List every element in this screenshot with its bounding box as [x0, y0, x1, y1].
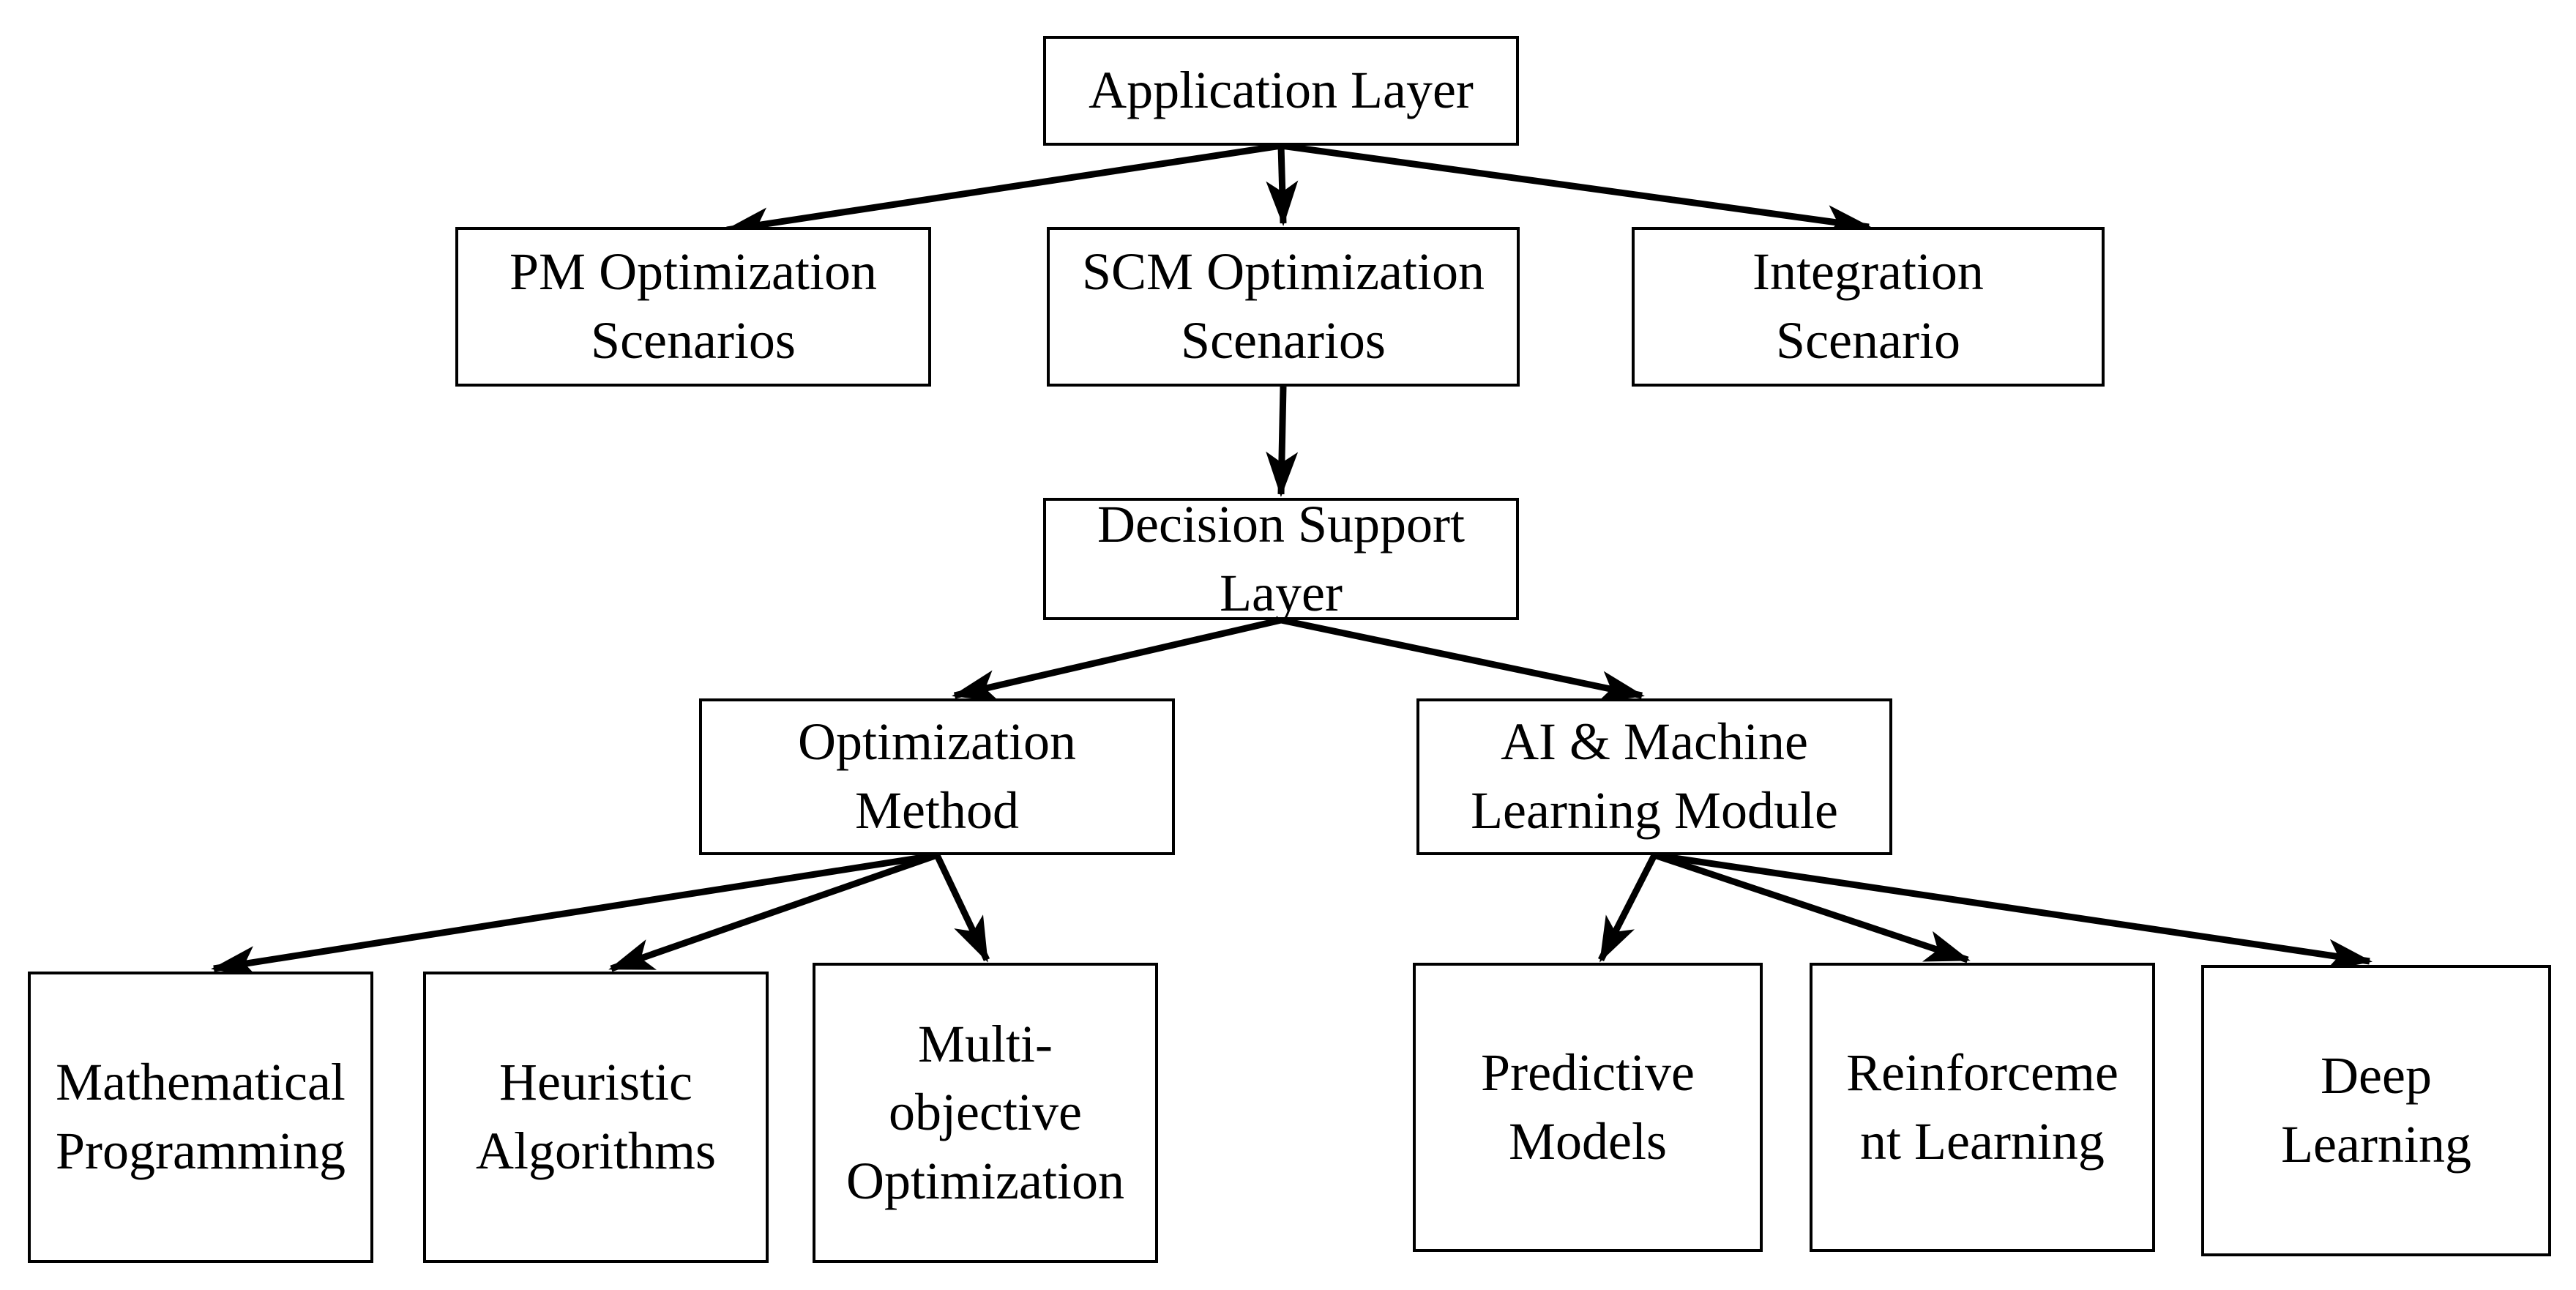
arrow-scm-optimization-scenarios-to-decision-support-layer — [1266, 386, 1299, 497]
arrow-application-layer-to-integration-scenario — [1280, 142, 1872, 237]
node-label: Decision Support Layer — [1097, 494, 1465, 622]
arrow-optimization-method-to-heuristic-algorithms — [608, 851, 938, 972]
arrow-optimization-method-to-multi-objective-optimization — [933, 854, 990, 963]
node-mathematical-programming: Mathematical Programming — [28, 972, 373, 1263]
node-label: Predictive Models — [1481, 1043, 1695, 1171]
node-ai-machine-learning-module: AI & Machine Learning Module — [1416, 698, 1892, 855]
node-label: Multi-objective Optimization — [846, 1014, 1124, 1210]
node-decision-support-layer: Decision Support Layer — [1043, 495, 1519, 622]
node-predictive-models: Predictive Models — [1413, 963, 1763, 1252]
node-label: SCM Optimization Scenarios — [1081, 242, 1485, 370]
node-pm-optimization-scenarios: PM Optimization Scenarios — [455, 227, 931, 387]
arrow-ai-machine-learning-module-to-deep-learning — [1654, 851, 2372, 972]
node-label: PM Optimization Scenarios — [509, 242, 877, 370]
node-integration-scenario: Integration Scenario — [1632, 227, 2105, 387]
node-heuristic-algorithms: Heuristic Algorithms — [423, 972, 769, 1263]
node-deep-learning: Deep Learning — [2201, 965, 2551, 1256]
arrow-ai-machine-learning-module-to-reinforcement-learning — [1653, 851, 1971, 963]
node-label: Heuristic Algorithms — [475, 1053, 716, 1180]
node-label: Deep Learning — [2281, 1046, 2471, 1174]
arrow-ai-machine-learning-module-to-predictive-models — [1597, 853, 1658, 963]
node-label: Optimization Method — [798, 712, 1076, 840]
node-reinforcement-learning: Reinforcement Learning — [1810, 963, 2155, 1252]
node-optimization-method: Optimization Method — [699, 698, 1175, 855]
node-label: Mathematical Programming — [56, 1053, 346, 1180]
node-label: Application Layer — [1089, 61, 1474, 120]
arrow-optimization-method-to-mathematical-programming — [211, 851, 938, 978]
node-scm-optimization-scenarios: SCM Optimization Scenarios — [1047, 227, 1520, 387]
node-label: Reinforcement Learning — [1846, 1043, 2118, 1171]
node-multi-objective-optimization: Multi-objective Optimization — [813, 963, 1158, 1263]
arrow-decision-support-layer-to-optimization-method — [952, 616, 1283, 702]
node-application-layer: Application Layer — [1043, 36, 1519, 146]
arrow-decision-support-layer-to-ai-machine-learning-module — [1280, 616, 1645, 703]
node-label: AI & Machine Learning Module — [1471, 712, 1838, 840]
arrow-application-layer-to-scm-optimization-scenarios — [1266, 145, 1299, 226]
node-label: Integration Scenario — [1752, 242, 1984, 370]
arrow-application-layer-to-pm-optimization-scenarios — [724, 142, 1282, 240]
